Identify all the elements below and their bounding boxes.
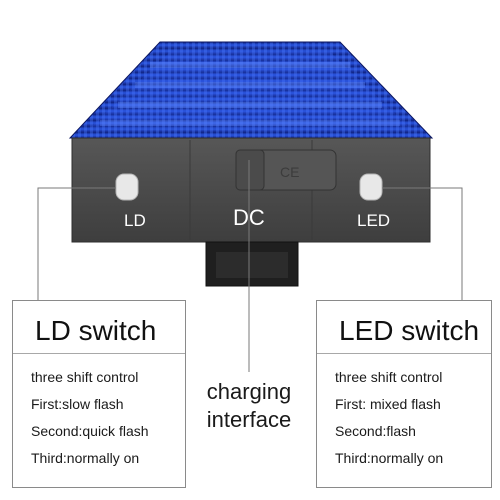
dc-label: DC [233,205,265,230]
ld-leader-line [37,187,116,308]
blue-lens [68,41,434,139]
ld-switch-title: LD switch [35,315,157,346]
blue-lens-highlight [90,52,410,128]
panel-divider [13,353,185,354]
charging-line-1: charging [206,379,292,404]
led-button-label: LED [357,211,391,230]
lens-ridge [150,62,350,68]
ld-switch-panel: LD switch three shift control First:slow… [12,300,186,488]
dc-port-tab [235,149,265,191]
led-switch-panel: LED switch three shift control First: mi… [316,300,492,488]
ld-line-third: Third:normally on [31,450,140,466]
led-line-mode: three shift control [335,369,443,385]
charging-interface-callout: charging interface [190,378,308,434]
lens-ridge [100,120,400,126]
led-line-first: First: mixed flash [335,396,441,412]
ld-line-first: First:slow flash [31,396,124,412]
charging-line-2: interface [206,407,292,432]
ld-button-label: LD [124,211,146,230]
lens-ridge [135,82,365,88]
led-leader-line [382,187,463,308]
ld-line-second: Second:quick flash [31,423,149,439]
dc-port-marking: CE [280,164,299,180]
led-switch-title: LED switch [339,315,480,346]
led-line-third: Third:normally on [335,450,444,466]
led-line-second: Second:flash [335,423,416,439]
led-button[interactable] [359,173,383,201]
panel-divider [317,353,491,354]
lens-ridge [118,102,382,108]
ld-button[interactable] [115,173,139,201]
charger-plug-inner [216,252,288,278]
ld-line-mode: three shift control [31,369,139,385]
